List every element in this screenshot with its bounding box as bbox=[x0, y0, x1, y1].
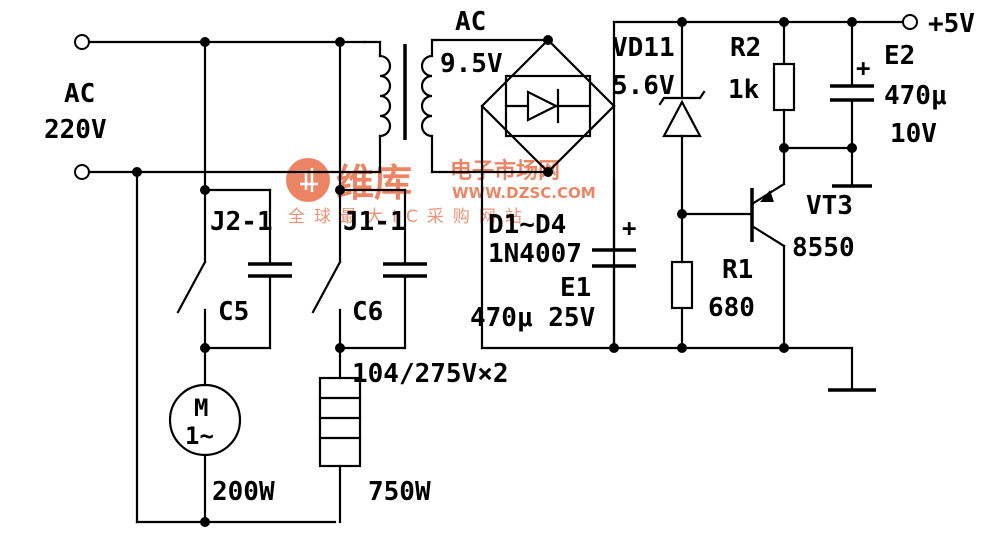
r1-name-label: R1 bbox=[722, 255, 753, 285]
zener-diode-icon bbox=[662, 99, 702, 138]
cap-e2-plus: + bbox=[856, 54, 870, 82]
watermark-url: WWW.DZSC.COM bbox=[452, 184, 596, 202]
secondary-ac-label: AC bbox=[455, 7, 486, 37]
cap-rating-label: 104/275V×2 bbox=[352, 359, 509, 389]
ac-terminal-top bbox=[74, 34, 90, 50]
ac-voltage-label: 220V bbox=[44, 115, 107, 145]
ac-terminal-bottom bbox=[74, 164, 90, 180]
heater-element bbox=[318, 376, 362, 468]
cap-e2-voltage-label: 10V bbox=[890, 119, 937, 149]
heater-power-label: 750W bbox=[368, 477, 431, 507]
bridge-part-label: 1N4007 bbox=[488, 239, 582, 269]
secondary-voltage-label: 9.5V bbox=[440, 49, 503, 79]
cap-e1-label: E1 bbox=[560, 273, 591, 303]
r2-value-label: 1k bbox=[728, 75, 760, 105]
zener-name-label: VD11 bbox=[612, 33, 675, 63]
r2-name-label: R2 bbox=[730, 33, 761, 63]
resistor-r1 bbox=[670, 260, 694, 310]
bridge-name-label: D1~D4 bbox=[488, 210, 566, 240]
r1-value-label: 680 bbox=[708, 293, 755, 323]
cap-e1-value-label: 470μ 25V bbox=[470, 303, 595, 333]
regulator-section: + VD11 5.6V R2 1k E2 470μ 10V +5V VT3 85… bbox=[480, 9, 975, 392]
ac-input-label: AC bbox=[64, 79, 95, 109]
cap-e2-value-label: 470μ bbox=[884, 81, 947, 111]
bridge-rectifier: D1~D4 1N4007 bbox=[480, 35, 616, 350]
transformer-primary bbox=[378, 54, 392, 138]
watermark-logo-icon bbox=[286, 158, 330, 202]
motor-label-m: M bbox=[194, 394, 208, 422]
transistor-name-label: VT3 bbox=[806, 191, 853, 221]
transistor-emitter-arrow-icon bbox=[760, 190, 774, 202]
transistor-part-label: 8550 bbox=[792, 233, 855, 263]
relay-contact-j1-label: J1-1 bbox=[343, 207, 406, 237]
cap-e1-plus: + bbox=[622, 214, 636, 242]
bridge-diode-icon bbox=[526, 90, 559, 122]
output-terminal bbox=[902, 14, 918, 30]
zener-voltage-label: 5.6V bbox=[612, 71, 675, 101]
cap-c6-label: C6 bbox=[352, 297, 383, 327]
transformer-secondary bbox=[420, 54, 434, 138]
watermark-brand: 维库 bbox=[336, 161, 412, 205]
mains-section: M 1~ bbox=[44, 7, 550, 527]
cap-c5-label: C5 bbox=[218, 297, 249, 327]
relay-contact-j2-label: J2-1 bbox=[210, 207, 273, 237]
cap-e1: + E1 470μ 25V bbox=[470, 178, 636, 350]
output-voltage-label: +5V bbox=[928, 9, 975, 39]
resistor-r2 bbox=[772, 62, 796, 112]
motor-label-phase: 1~ bbox=[185, 422, 214, 450]
motor-power-label: 200W bbox=[212, 477, 275, 507]
cap-e2-label: E2 bbox=[884, 41, 915, 71]
